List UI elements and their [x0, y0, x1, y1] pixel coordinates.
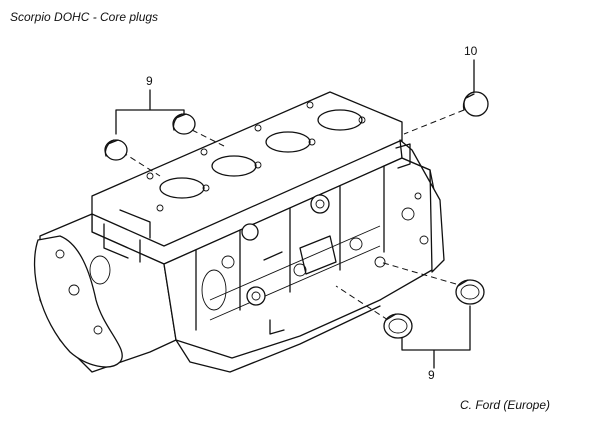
copyright-credit: C. Ford (Europe) — [460, 398, 551, 412]
core-plug-bottom-right-small — [383, 313, 413, 339]
core-plug-bottom-right-large — [455, 279, 485, 305]
core-plug-top-left-lower — [104, 139, 128, 161]
callout-10: 10 — [464, 44, 478, 58]
callout-9-top: 9 — [146, 74, 153, 88]
diagram-title: Scorpio DOHC - Core plugs — [10, 10, 159, 24]
core-plug-top-left-upper — [172, 113, 196, 135]
engine-block — [33, 91, 445, 373]
core-plug-10 — [462, 91, 489, 117]
callout-9-bottom: 9 — [428, 368, 435, 382]
leader-lines — [115, 59, 475, 369]
